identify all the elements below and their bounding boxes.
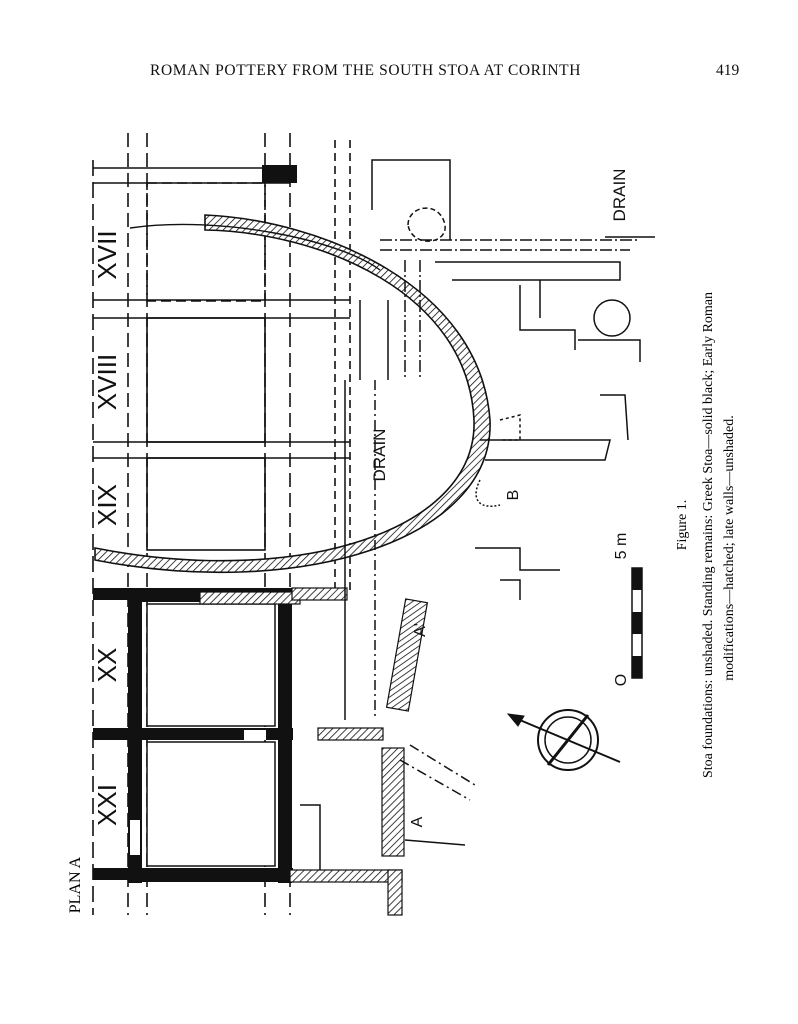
point-label-b: B: [505, 490, 522, 501]
point-label-a-prime: A': [412, 623, 429, 637]
caption-line-2: modifications—hatched; late walls—unshad…: [722, 415, 737, 681]
scale-bar: 5 m O: [613, 533, 643, 686]
north-arrow-icon: [506, 709, 621, 771]
room-label-xix: XIX: [92, 484, 122, 526]
room-interiors: [130, 603, 276, 867]
drain-label-middle: DRAIN: [370, 429, 389, 482]
room-label-xx: XX: [92, 648, 122, 683]
drain-label-top: DRAIN: [610, 169, 629, 222]
room-label-xxi: XXI: [92, 784, 122, 826]
plan-title: PLAN A: [67, 856, 84, 913]
roman-apse: [94, 214, 491, 916]
room-label-xviii: XVIII: [92, 354, 122, 410]
running-title: ROMAN POTTERY FROM THE SOUTH STOA AT COR…: [150, 62, 582, 79]
figure-number: Figure 1.: [675, 500, 690, 551]
point-label-a: A: [409, 816, 426, 827]
scale-end-label: 5 m: [613, 533, 630, 560]
room-label-xvii: XVII: [92, 230, 122, 279]
page-number: 419: [716, 62, 740, 79]
late-walls: [300, 159, 641, 870]
scale-start-label: O: [613, 674, 630, 686]
running-header: ROMAN POTTERY FROM THE SOUTH STOA AT COR…: [0, 62, 798, 84]
caption-line-1: Stoa foundations: unshaded. Standing rem…: [701, 292, 716, 778]
